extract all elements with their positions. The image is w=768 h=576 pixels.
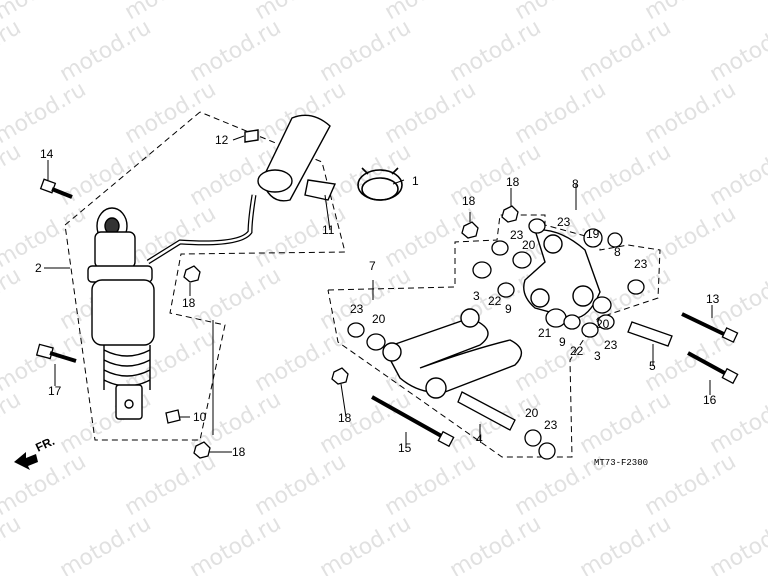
- watermark-text: motod.ru: [56, 139, 156, 211]
- bolts-left: [35, 178, 77, 363]
- callout-18: 18: [462, 194, 476, 208]
- watermark-text: motod.ru: [56, 511, 156, 576]
- watermark-text: motod.ru: [576, 511, 676, 576]
- bushings: [347, 218, 645, 460]
- callout-3: 3: [594, 349, 601, 363]
- callout-8: 8: [572, 177, 579, 191]
- callout-1: 1: [412, 174, 419, 188]
- callout-10: 10: [193, 410, 207, 424]
- watermark-text: motod.ru: [706, 511, 768, 576]
- watermark-text: motod.ru: [0, 511, 25, 576]
- watermark-text: motod.ru: [576, 387, 676, 459]
- callout-13: 13: [706, 292, 720, 306]
- watermark-text: motod.ru: [0, 263, 25, 335]
- watermark-text: motod.ru: [0, 325, 90, 397]
- callout-9: 9: [505, 302, 512, 316]
- watermark-text: motod.ru: [511, 77, 611, 149]
- watermark-text: motod.ru: [706, 139, 768, 211]
- linkage-arm: [382, 308, 523, 399]
- watermark-text: motod.ru: [641, 201, 741, 273]
- callout-18: 18: [182, 296, 196, 310]
- watermark-text: motod.ru: [706, 15, 768, 87]
- callout-12: 12: [215, 133, 229, 147]
- watermark-text: motod.ru: [0, 201, 90, 273]
- watermark-text: motod.ru: [0, 139, 25, 211]
- callout-22: 22: [488, 294, 502, 308]
- callout-23: 23: [557, 215, 571, 229]
- callout-15: 15: [398, 441, 412, 455]
- watermark-text: motod.ru: [251, 325, 351, 397]
- watermark-text: motod.ru: [381, 201, 481, 273]
- watermark-text: motod.ru: [316, 15, 416, 87]
- watermark-text: motod.ru: [316, 263, 416, 335]
- callout-8: 8: [614, 245, 621, 259]
- watermark-text: motod.ru: [0, 387, 25, 459]
- watermark-text: motod.ru: [446, 139, 546, 211]
- callout-23: 23: [544, 418, 558, 432]
- watermark-text: motod.ru: [381, 449, 481, 521]
- watermark-text: motod.ru: [251, 201, 351, 273]
- callout-16: 16: [703, 393, 717, 407]
- watermark-text: motod.ru: [446, 15, 546, 87]
- callout-19: 19: [586, 227, 600, 241]
- watermark-text: motod.ru: [0, 15, 25, 87]
- callout-21: 21: [538, 326, 552, 340]
- leader-lines: [44, 135, 713, 453]
- diagram-code: MT73-F2300: [594, 458, 648, 468]
- watermark-text: motod.ru: [381, 77, 481, 149]
- watermark-text: motod.ru: [316, 139, 416, 211]
- watermark-text: motod.ru: [186, 511, 286, 576]
- callout-20: 20: [596, 317, 610, 331]
- watermark-text: motod.ru: [0, 77, 90, 149]
- callout-17: 17: [48, 384, 62, 398]
- callout-18: 18: [232, 445, 246, 459]
- callout-labels: 1 2 3 3 4 5 7 8 8 9 9 10 11 12 13 14 15 …: [35, 133, 720, 459]
- watermark-text: motod.ru: [0, 449, 90, 521]
- watermark-text: motod.ru: [121, 77, 221, 149]
- nuts: [165, 205, 519, 459]
- callout-3: 3: [473, 289, 480, 303]
- callout-18: 18: [506, 175, 520, 189]
- callout-23: 23: [350, 302, 364, 316]
- callout-7: 7: [369, 259, 376, 273]
- callout-20: 20: [372, 312, 386, 326]
- watermark-text: motod.ru: [121, 449, 221, 521]
- shock-reservoir: [146, 114, 337, 265]
- watermark-text: motod.ru: [186, 15, 286, 87]
- pins-and-bolts: [371, 312, 739, 448]
- callout-5: 5: [649, 359, 656, 373]
- direction-label: FR.: [33, 434, 56, 455]
- watermark-text: motod.ru: [641, 77, 741, 149]
- watermark-text: motod.ru: [576, 139, 676, 211]
- shock-group-outline: [64, 111, 346, 441]
- watermark-text: motod.ru: [576, 15, 676, 87]
- callout-2: 2: [35, 261, 42, 275]
- watermark-text: motod.ru: [251, 449, 351, 521]
- watermark-text: motod.ru: [641, 449, 741, 521]
- callout-14: 14: [40, 147, 54, 161]
- callout-9: 9: [559, 335, 566, 349]
- callout-18: 18: [338, 411, 352, 425]
- watermark-text: motod.ru: [316, 511, 416, 576]
- callout-20: 20: [522, 238, 536, 252]
- watermark-text: motod.ru: [186, 263, 286, 335]
- callout-22: 22: [570, 344, 584, 358]
- callout-23: 23: [604, 338, 618, 352]
- shock-absorber: [87, 207, 155, 420]
- callout-20: 20: [525, 406, 539, 420]
- hose-clamp: [357, 167, 403, 201]
- callout-23: 23: [510, 228, 524, 242]
- callout-11: 11: [322, 223, 335, 237]
- callout-4: 4: [476, 432, 483, 446]
- link-plate: [523, 229, 601, 319]
- watermark-text: motod.ru: [56, 15, 156, 87]
- callout-23: 23: [634, 257, 648, 271]
- watermark-text: motod.ru: [446, 511, 546, 576]
